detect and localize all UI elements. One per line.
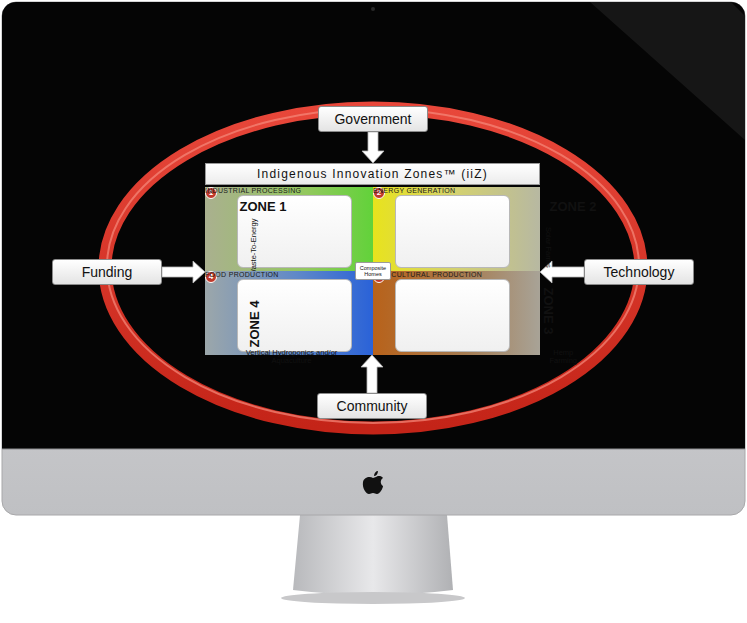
side-label: FOOD PRODUCTION [205,271,279,279]
actor-box: Government [318,106,428,132]
zone-box: Hemp FarmingZONE 3 [395,279,510,352]
monitor-body [2,2,745,604]
zone-panel: ZONE 1Waste-To-Energy1INDUSTRIAL PROCESS… [205,163,540,355]
box-label: Technology [604,264,675,280]
zone-title: ZONE 2 [550,199,597,214]
box-label: Funding [82,264,133,280]
zone-subtitle: Waste-To-Energy [249,215,258,279]
zone-quadrant: ZONE 1Waste-To-Energy1INDUSTRIAL PROCESS… [205,187,373,271]
block-arrow [361,355,383,393]
red-ring [105,108,641,428]
box-label: Government [334,111,411,127]
apple-logo [363,471,383,494]
box-label: Community [337,398,408,414]
zone-subtitle: Hemp Farming [550,349,578,366]
actor-box: Community [317,393,427,419]
zone-box: Vertical Hydroponics and/or AquacultureZ… [237,279,352,352]
zone-title: ZONE 4 [246,288,261,348]
block-arrow [362,132,384,163]
actor-box: Technology [584,259,694,285]
zone-box: ZONE 2Solar Farms [395,195,510,268]
side-label: ENERGY GENERATION [373,187,455,195]
zone-box: ZONE 1Waste-To-Energy [237,195,352,268]
zone-title: ZONE 1 [240,199,287,214]
side-label: INDUSTRIAL PROCESSING [205,187,301,195]
zone-title: ZONE 3 [540,288,555,348]
zone-subtitle: Solar Farms [543,215,552,279]
block-arrow [162,261,205,283]
zone-quadrant: Vertical Hydroponics and/or AquacultureZ… [205,271,373,355]
panel-title: Indigenous Innovation Zones™ (iiZ) [205,163,540,185]
box-label: Composite Homes [358,265,388,277]
zone-quadrant: Hemp FarmingZONE 33AGRICULTURAL PRODUCTI… [373,271,540,355]
zone-quadrant: ZONE 2Solar Farms2ENERGY GENERATION [373,187,540,271]
zone-subtitle: Vertical Hydroponics and/or Aquaculture [240,349,344,366]
center-box: Composite Homes [355,262,391,280]
actor-box: Funding [52,259,162,285]
